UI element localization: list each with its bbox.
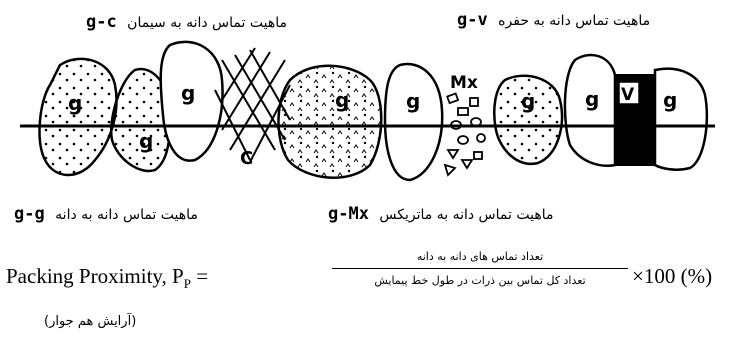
grain-label: g (521, 89, 535, 113)
label-g-mx-text: ماهیت تماس دانه به ماتریکس (379, 207, 554, 223)
formula-numerator: تعداد تماس های دانه به دانه (416, 250, 544, 263)
formula-subscript: P (183, 276, 191, 292)
label-g-g: g-g ماهیت تماس دانه به دانه (14, 204, 198, 224)
grain-label: g (406, 89, 420, 113)
formula-lhs: Packing Proximity, PP = (6, 264, 208, 292)
grain-8 (653, 67, 709, 171)
label-g-c-code: g-c (86, 12, 117, 32)
packing-proximity-formula: Packing Proximity, PP = تعداد تماس های د… (6, 248, 751, 308)
matrix-label: Mx (450, 73, 478, 93)
grain-4 (277, 64, 383, 179)
label-g-c: g-c ماهیت تماس دانه به سیمان (86, 12, 287, 32)
formula-lhs-text: Packing Proximity, P (6, 264, 184, 288)
grain-3 (159, 40, 224, 162)
grain-6 (493, 74, 564, 166)
label-g-c-text: ماهیت تماس دانه به سیمان (127, 15, 287, 31)
grain-label: g (335, 88, 349, 112)
formula-equals: = (190, 264, 209, 288)
label-g-mx-code: g-Mx (328, 204, 369, 224)
void-label-box (618, 81, 640, 105)
grain-7 (563, 53, 617, 167)
formula-rhs: ×100 (%) (632, 264, 713, 288)
matrix-fragments (443, 92, 486, 177)
label-g-v-code: g-v (457, 10, 488, 30)
label-g-g-text: ماهیت تماس دانه به دانه (55, 207, 198, 223)
label-g-g-code: g-g (14, 204, 45, 224)
formula-denominator: تعداد کل تماس بین ذرات در طول خط پیمایش (374, 274, 586, 287)
label-g-v-text: ماهیت تماس دانه به حفره (498, 13, 651, 29)
grain-label: g (181, 81, 195, 105)
grain-label: g (585, 87, 599, 111)
fraction-bar (332, 268, 628, 269)
grain-5 (383, 62, 444, 182)
grain-1 (38, 57, 118, 177)
label-g-v: g-v ماهیت تماس دانه به حفره (457, 10, 650, 30)
grain-label: g (663, 88, 677, 112)
void-label: V (621, 85, 635, 105)
formula-fraction: تعداد تماس های دانه به دانه تعداد کل تما… (332, 248, 628, 290)
grain-label: g (68, 91, 82, 115)
label-g-mx: g-Mx ماهیت تماس دانه به ماتریکس (328, 204, 553, 224)
grain-label: g (139, 129, 153, 153)
cement-label: C (240, 148, 253, 169)
caption: (آرایش هم جوار) (44, 314, 137, 329)
